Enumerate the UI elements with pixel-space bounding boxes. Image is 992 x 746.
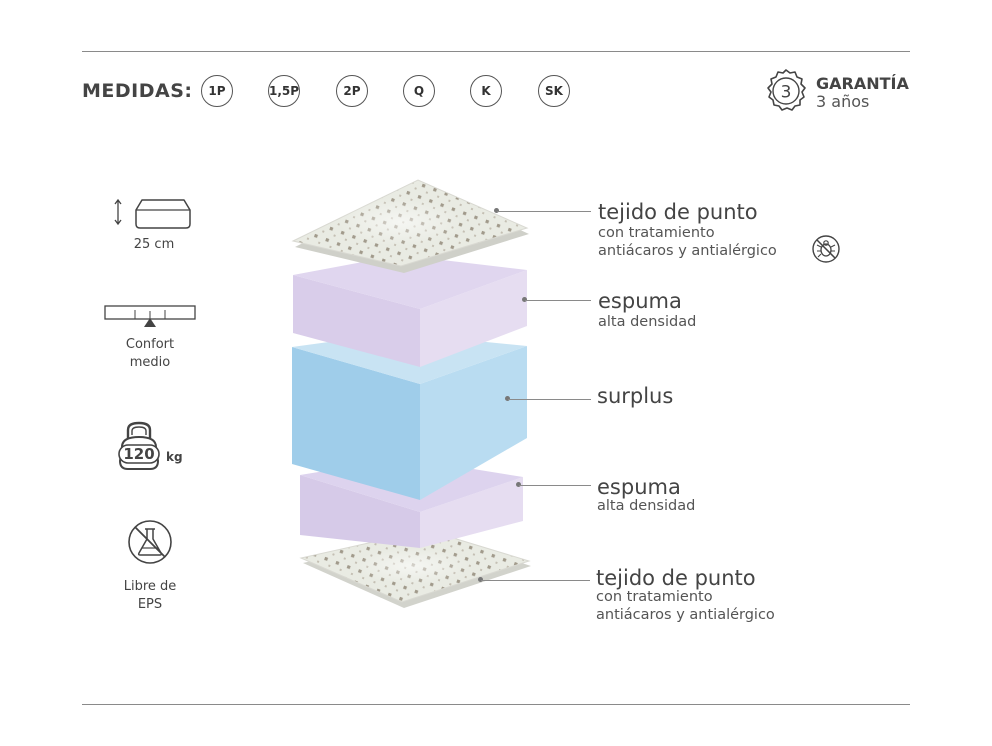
- weight-value: 120: [123, 445, 155, 463]
- no-eps-flask-icon: [128, 520, 172, 564]
- size-option-k[interactable]: K: [470, 75, 502, 107]
- leader-line-3: [508, 399, 591, 400]
- layer-1-subtitle: con tratamiento antiácaros y antialérgic…: [598, 224, 777, 260]
- mattress-height-icon: [114, 198, 191, 229]
- size-option-2p[interactable]: 2P: [336, 75, 368, 107]
- size-option-sk[interactable]: SK: [538, 75, 570, 107]
- size-option-1-5p[interactable]: 1,5P: [268, 75, 300, 107]
- layer-1-subtitle-line1: con tratamiento: [598, 225, 715, 241]
- layer-4-title: espuma: [597, 475, 681, 499]
- leader-line-2: [525, 300, 591, 301]
- kettlebell-icon: [118, 421, 160, 470]
- leader-dot-4: [516, 482, 521, 487]
- comfort-label-line2: medio: [129, 355, 171, 370]
- layer-2-title: espuma: [598, 289, 682, 313]
- leader-line-5: [481, 580, 590, 581]
- eps-label-line1: Libre de: [123, 579, 177, 594]
- leader-line-4: [519, 485, 591, 486]
- top-knit-layer: [291, 179, 529, 273]
- top-foam-layer: [293, 255, 527, 367]
- layer-3-title: surplus: [597, 384, 674, 408]
- leader-dot-2: [522, 297, 527, 302]
- layer-5-subtitle-line2: antiácaros y antialérgico: [596, 607, 775, 623]
- layer-1-title: tejido de punto: [598, 200, 758, 224]
- leader-dot-3: [505, 396, 510, 401]
- layer-4-subtitle: alta densidad: [597, 498, 696, 514]
- eps-label-line2: EPS: [137, 597, 163, 612]
- warranty-duration: 3 años: [816, 92, 870, 111]
- layer-1-subtitle-line2: antiácaros y antialérgico: [598, 243, 777, 259]
- bottom-knit-layer: [299, 529, 531, 608]
- weight-unit: kg: [166, 450, 183, 464]
- layer-5-title: tejido de punto: [596, 566, 756, 590]
- top-divider: [82, 51, 910, 52]
- eps-label: Libre de EPS: [108, 578, 192, 614]
- comfort-label: Confort medio: [104, 336, 196, 372]
- warranty-years-number: 3: [781, 83, 792, 103]
- warranty-title: GARANTÍA: [816, 74, 909, 93]
- leader-dot-5: [478, 577, 483, 582]
- layer-5-subtitle-line1: con tratamiento: [596, 589, 713, 605]
- anti-mite-icon: [812, 235, 840, 263]
- height-label: 25 cm: [133, 237, 175, 252]
- warranty-badge-icon: 3: [767, 69, 806, 111]
- leader-line-1: [497, 211, 591, 212]
- layer-2-subtitle: alta densidad: [598, 314, 697, 330]
- bottom-divider: [82, 704, 910, 705]
- leader-dot-1: [494, 208, 499, 213]
- comfort-label-line1: Confort: [125, 337, 175, 352]
- size-option-q[interactable]: Q: [403, 75, 435, 107]
- comfort-scale-icon: [104, 305, 196, 327]
- layer-5-subtitle: con tratamiento antiácaros y antialérgic…: [596, 588, 775, 624]
- medidas-label: MEDIDAS:: [82, 80, 193, 102]
- size-option-1p[interactable]: 1P: [201, 75, 233, 107]
